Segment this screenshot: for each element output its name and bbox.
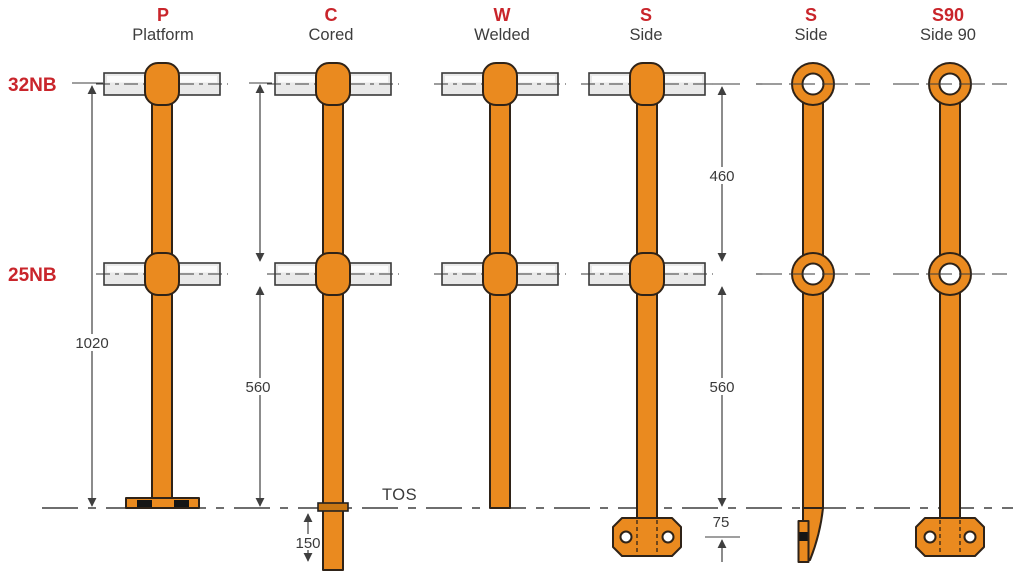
top-ball-joint: [144, 62, 180, 106]
column-code-side-2: S: [805, 5, 817, 25]
bolt-hole-right: [963, 530, 977, 544]
side-mount-plate: [915, 517, 985, 557]
column-headers: P Platform C Cored W Welded S Side S Sid…: [132, 5, 976, 44]
mid-ball-joint: [144, 252, 180, 296]
column-name-side-2: Side: [794, 26, 827, 44]
top-ball-joint: [315, 62, 351, 106]
bolt-hole-right: [661, 530, 675, 544]
weld-band: [799, 532, 808, 541]
rail-size-label-32nb: 32NB: [8, 75, 57, 96]
base-plate-slot-left: [137, 500, 152, 507]
label-backing: [705, 167, 739, 184]
column-code-cored: C: [325, 5, 338, 25]
stanchion-side-90: [893, 62, 1007, 557]
post: [636, 83, 658, 519]
column-name-side: Side: [629, 26, 662, 44]
column-code-side: S: [640, 5, 652, 25]
stanchion-side-plated: [581, 62, 713, 557]
base-plate: [125, 497, 200, 509]
dimension-value: 1020: [75, 335, 108, 352]
rail-size-label-25nb: 25NB: [8, 265, 57, 286]
label-backing: [293, 534, 324, 550]
mid-ball-joint: [482, 252, 518, 296]
weld-bar: [797, 520, 810, 563]
side-mount-plate: [612, 517, 682, 557]
column-code-platform: P: [157, 5, 169, 25]
column-name-side90: Side 90: [920, 26, 976, 44]
column-name-welded: Welded: [474, 26, 530, 44]
dimension-side-stack: 460 560 75: [705, 83, 740, 562]
column-name-platform: Platform: [132, 26, 193, 44]
post: [939, 83, 961, 519]
mid-ball-joint: [315, 252, 351, 296]
core-collar: [317, 502, 349, 512]
dimension-value-75: 75: [713, 514, 730, 531]
column-code-welded: W: [494, 5, 511, 25]
dimension-value: 560: [245, 379, 270, 396]
dimension-value: 150: [295, 535, 320, 552]
top-ball-joint: [629, 62, 665, 106]
dimension-value-460: 460: [709, 168, 734, 185]
top-ball-joint: [482, 62, 518, 106]
label-backing: [73, 334, 111, 351]
stanchion-cored: [267, 62, 399, 571]
bolt-hole-left: [923, 530, 937, 544]
bolt-hole-left: [619, 530, 633, 544]
dimension-overall-1020: 1020: [72, 82, 111, 507]
post: [322, 83, 344, 571]
stanchion-welded: [434, 62, 566, 509]
dimension-cored-560: 560: [242, 82, 275, 507]
stanchion-side-eyelet: [756, 62, 870, 563]
dimension-embed-150: 150: [293, 513, 324, 562]
label-backing: [242, 378, 275, 395]
mid-ball-joint: [629, 252, 665, 296]
base-plate-slot-right: [174, 500, 189, 507]
stanchion-platform: [96, 62, 228, 509]
dimension-value-560: 560: [709, 379, 734, 396]
label-backing: [705, 378, 739, 395]
tos-label: TOS: [382, 486, 417, 504]
column-name-cored: Cored: [309, 26, 354, 44]
column-code-side90: S90: [932, 5, 964, 25]
